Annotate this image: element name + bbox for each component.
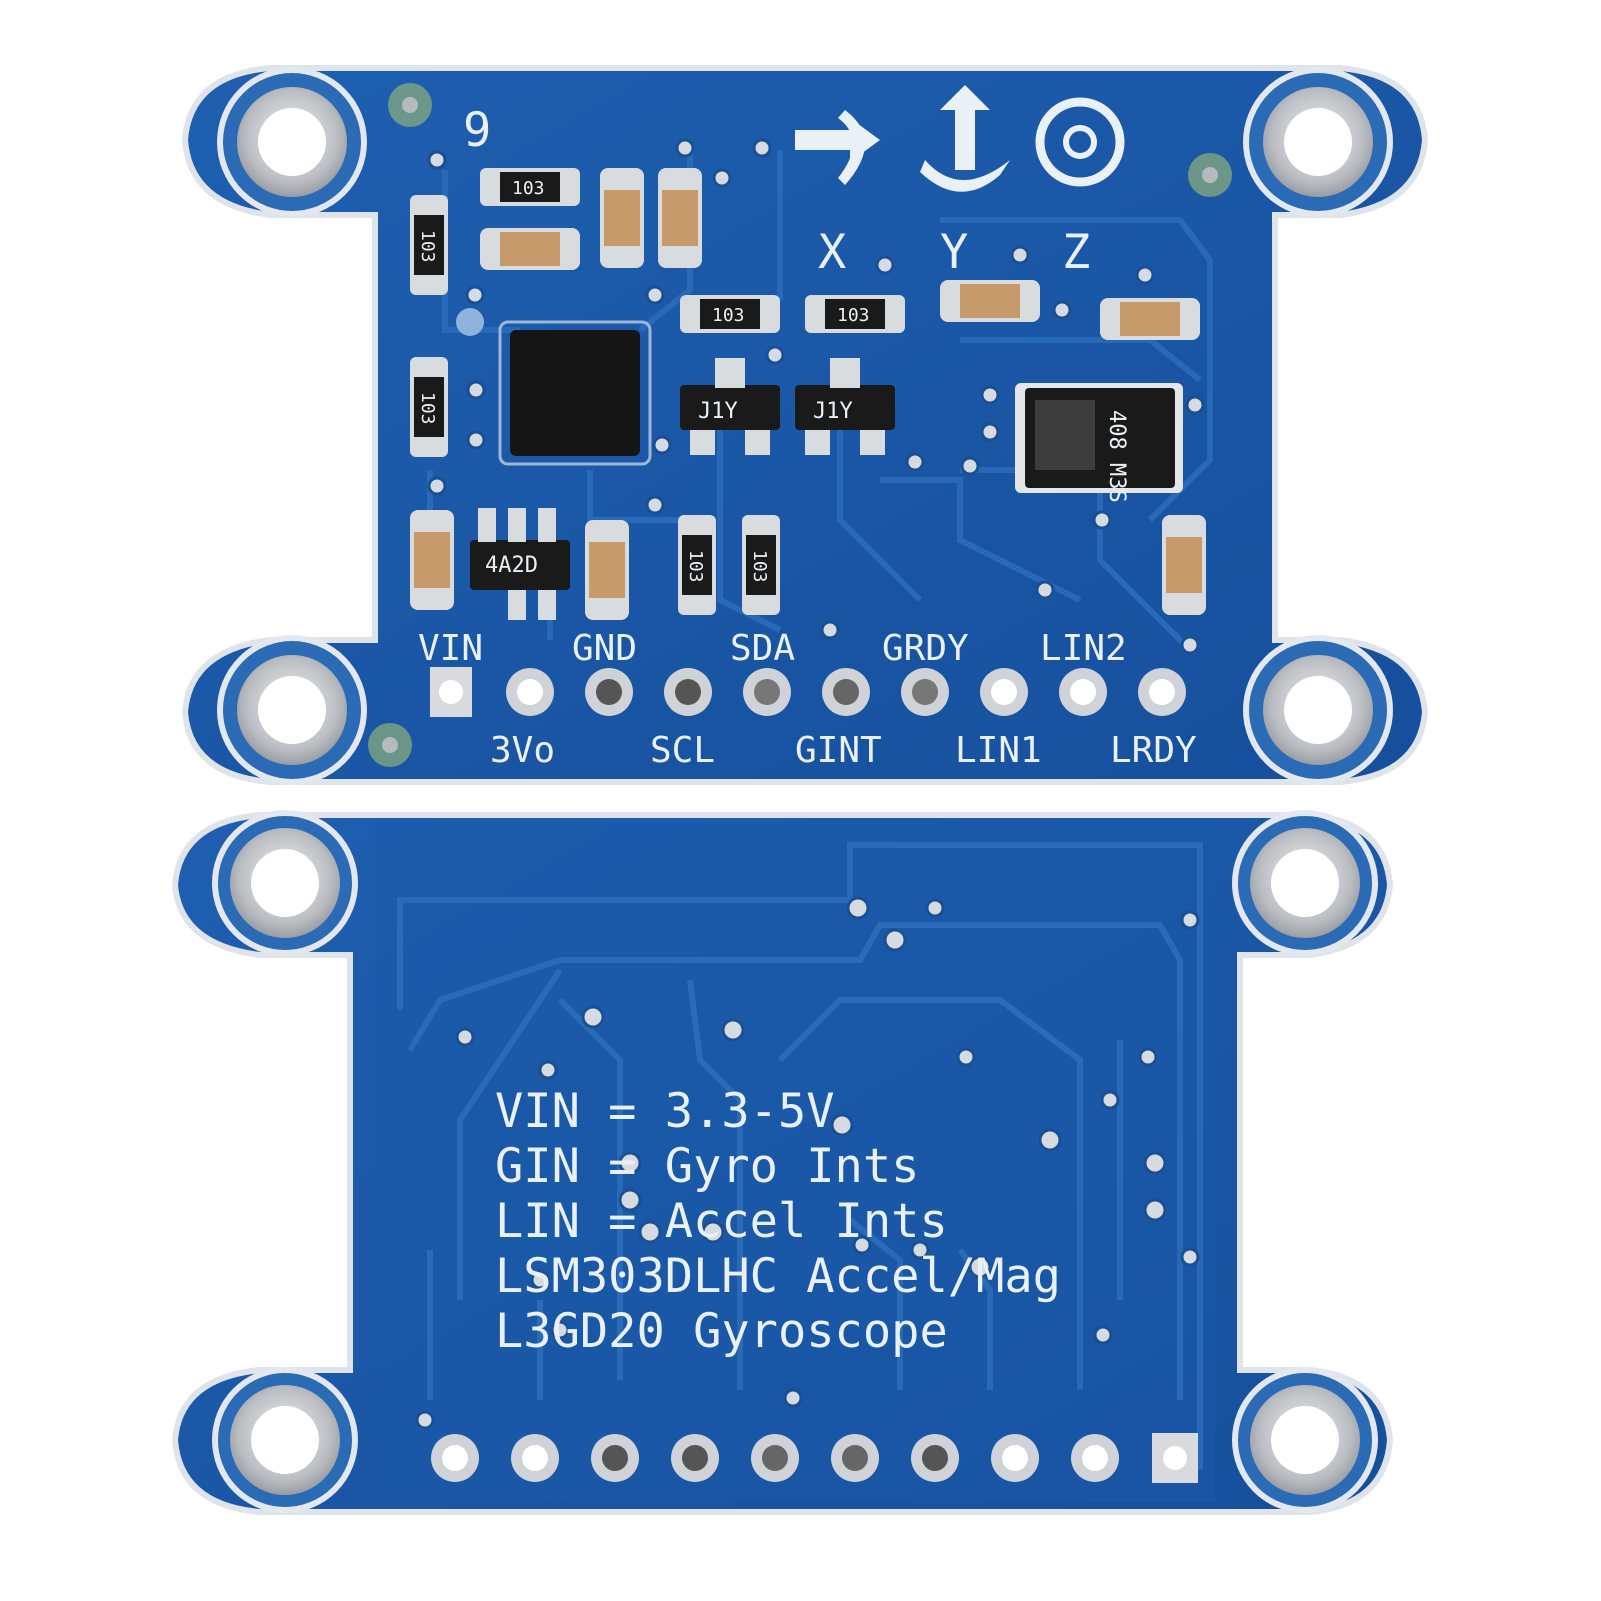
resistor: 103	[805, 295, 905, 333]
silk-line-vin: VIN = 3.3-5V	[495, 1084, 835, 1139]
pin-label-scl: SCL	[650, 730, 715, 771]
resistor: 103	[678, 515, 716, 615]
resistor: 103	[410, 195, 448, 295]
silk-line-lsm303: LSM303DLHC Accel/Mag	[495, 1249, 1061, 1304]
bottom-mount-hole-tl	[212, 810, 358, 956]
transistor-mark: J1Y	[813, 399, 853, 424]
capacitors	[410, 168, 1206, 620]
resistor: 103	[680, 295, 780, 333]
svg-text:103: 103	[685, 550, 706, 583]
svg-text:103: 103	[712, 305, 745, 326]
svg-text:103: 103	[417, 392, 438, 425]
svg-text:103: 103	[512, 178, 545, 199]
accel-mag-chip: 408 M3S	[1015, 383, 1183, 503]
resistor: 103	[480, 168, 580, 206]
axis-rotation-icons	[795, 85, 1125, 192]
top-mount-hole-tr	[1243, 67, 1393, 217]
copper-pour	[375, 822, 1215, 1502]
bottom-mount-hole-br	[1232, 1367, 1378, 1513]
bottom-mount-hole-tr	[1232, 810, 1378, 956]
svg-text:103: 103	[837, 305, 870, 326]
silk-line-l3gd20: L3GD20 Gyroscope	[495, 1304, 948, 1359]
top-header-pins	[430, 667, 1186, 717]
resistor: 103	[410, 357, 448, 457]
pin-label-lrdy: LRDY	[1110, 730, 1197, 771]
pin-label-3vo: 3Vo	[490, 730, 555, 771]
pin-label-sda: SDA	[730, 628, 795, 669]
pin-label-lin1: LIN1	[955, 730, 1042, 771]
top-mount-hole-br	[1243, 635, 1393, 785]
regulator-mark: 4A2D	[485, 553, 538, 578]
bottom-vias	[415, 896, 1200, 1430]
fiducial-small	[456, 308, 484, 336]
pin-label-grdy: GRDY	[882, 628, 969, 669]
silk-line-gin: GIN = Gyro Ints	[495, 1139, 919, 1194]
version-mark: 9	[463, 103, 491, 158]
resistor: 103	[742, 515, 780, 615]
top-mount-hole-tl	[217, 67, 367, 217]
chip-mark: 408 M3S	[1104, 410, 1129, 503]
transistor-2: J1Y	[795, 358, 895, 455]
pin-label-gnd: GND	[572, 628, 637, 669]
pin-label-lin2: LIN2	[1040, 628, 1127, 669]
bottom-mount-hole-bl	[212, 1367, 358, 1513]
axis-label-x: X	[818, 225, 846, 280]
gyro-chip	[498, 320, 652, 466]
pin-label-gint: GINT	[795, 730, 882, 771]
transistor-1: J1Y	[680, 358, 780, 455]
voltage-regulator: 4A2D	[470, 508, 570, 620]
top-board: 9 X Y Z 408 M3S	[181, 65, 1429, 785]
bottom-header-pins	[431, 1433, 1198, 1483]
top-vias	[427, 138, 1205, 655]
svg-text:103: 103	[417, 230, 438, 263]
bottom-traces	[397, 842, 1203, 1470]
silk-line-lin: LIN = Accel Ints	[495, 1194, 948, 1249]
axis-label-z: Z	[1062, 225, 1090, 280]
top-mount-hole-bl	[217, 635, 367, 785]
transistor-mark: J1Y	[698, 399, 738, 424]
svg-text:103: 103	[749, 550, 770, 583]
bottom-board: VIN = 3.3-5V GIN = Gyro Ints LIN = Accel…	[171, 810, 1394, 1515]
axis-label-y: Y	[940, 225, 968, 280]
pin-label-vin: VIN	[418, 628, 483, 669]
